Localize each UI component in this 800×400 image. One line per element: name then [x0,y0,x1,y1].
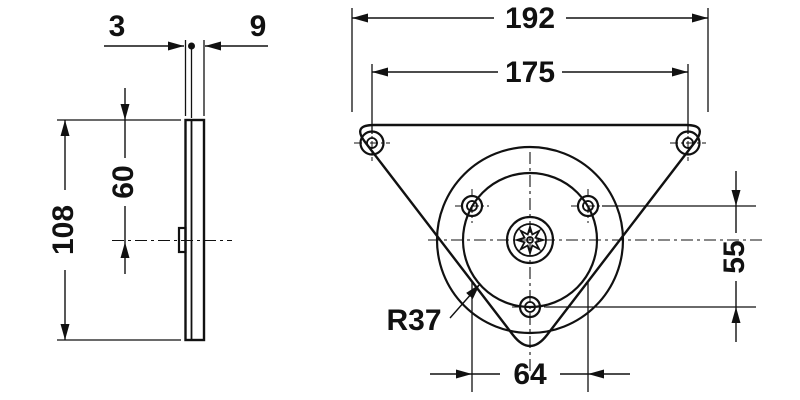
dim-dot-terminator [188,42,195,50]
bolt-hole-bottom [512,295,548,319]
label-background [494,2,566,32]
bolt-hole-right [571,189,605,223]
outer-circle [435,145,625,335]
hub-center [526,236,534,244]
spline-hub [505,215,555,265]
dim-label-upper-height: 60 [107,165,140,198]
dim-label-hole-spacing: 175 [505,56,555,89]
plate-outline [358,123,702,348]
dim-overall-width: 192 [351,2,709,112]
dim-label-radius: R37 [386,304,441,337]
radius-leader-line [449,283,481,319]
dim-label-bottom-width: 64 [513,358,547,391]
dim-vertical-spacing: 55 [546,171,756,342]
side-plate-body [184,118,206,342]
dim-depth: 9 [203,10,268,116]
dim-label-depth: 9 [250,10,267,43]
dim-hole-spacing: 175 [371,56,689,134]
bolt-hole-left [455,189,489,223]
hub-outer-ring [505,215,555,265]
hub-spline-star [513,223,547,257]
dim-upper-height: 60 [107,88,140,274]
dim-total-height: 108 [47,119,181,341]
dim-label-overall-width: 192 [505,2,555,35]
front-view: 192 175 55 64 [351,2,766,392]
radius-callout: R37 [386,283,481,337]
dim-label-thickness: 3 [109,10,126,43]
dim-bottom-width: 64 [430,282,630,392]
dim-thickness: 3 [104,10,195,118]
dim-label-total-height: 108 [47,205,80,255]
label-background [498,56,562,86]
side-view: 3 9 108 60 [47,10,268,342]
dim-label-vertical-spacing: 55 [718,240,751,273]
